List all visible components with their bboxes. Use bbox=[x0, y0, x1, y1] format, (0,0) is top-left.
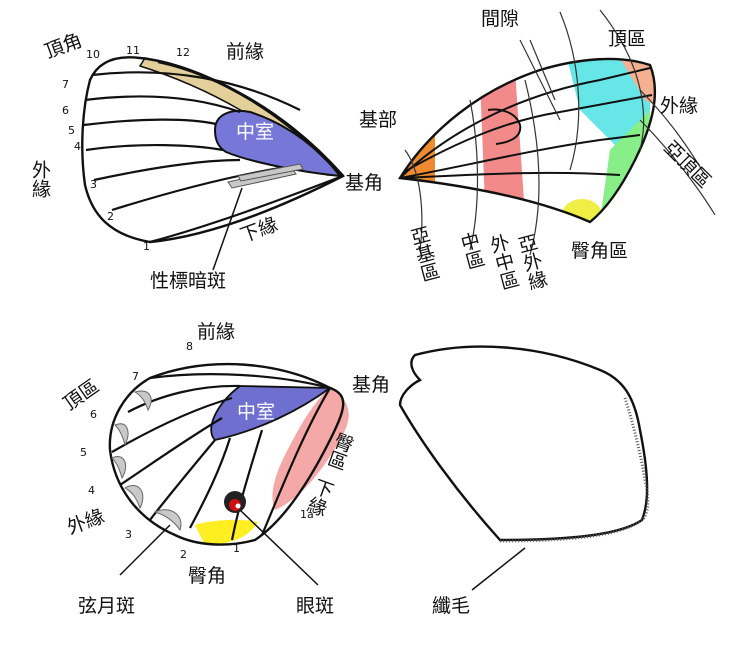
zone-postdiscal bbox=[565, 58, 650, 150]
label-hind-base-angle: 基角 bbox=[352, 374, 390, 396]
hindwing-discal-cell bbox=[210, 385, 333, 441]
label-tornus: 臀角 bbox=[188, 565, 226, 587]
zones-panel: 間隙 頂區 基部 外緣 亞頂區 基角 亞基區 中區 外中區 亞外緣 臀角區 bbox=[359, 8, 716, 293]
eyespot-leader-line bbox=[239, 509, 319, 586]
hindwing-panel: 8 7 6 5 4 3 2 1 1a 前緣 頂區 基角 中室 臀區 下緣 外緣 … bbox=[60, 321, 390, 617]
label-interspace: 間隙 bbox=[481, 8, 519, 30]
label-sex-brand: 性標暗斑 bbox=[150, 270, 226, 292]
vein-number: 3 bbox=[125, 528, 132, 541]
zone-fills bbox=[400, 58, 655, 222]
vein-number: 1a bbox=[300, 508, 314, 521]
fringe-wing-outline bbox=[398, 345, 649, 542]
cilia-leader-line bbox=[471, 547, 526, 591]
hindwing-outline bbox=[108, 362, 345, 546]
label-subapical: 亞頂區 bbox=[659, 137, 715, 193]
forewing-panel: 10 11 12 7 6 5 4 3 2 1 頂角 前緣 外緣 中室 基角 下緣… bbox=[29, 29, 383, 292]
fringe-panel: 纖毛 bbox=[398, 345, 650, 617]
label-hind-outer-margin: 外緣 bbox=[64, 505, 107, 539]
label-lunule: 弦月斑 bbox=[78, 595, 135, 617]
zones-veins bbox=[399, 67, 653, 179]
vein-number: 1 bbox=[143, 240, 150, 253]
label-outer-margin: 外緣 bbox=[29, 160, 51, 199]
hindwing-vein-numbers: 8 7 6 5 4 3 2 1 1a bbox=[80, 340, 314, 561]
hindwing-tornus-patch bbox=[195, 519, 258, 545]
zone-boundary-arcs bbox=[404, 9, 716, 256]
hindwing-lunules bbox=[111, 390, 182, 532]
vein-number: 7 bbox=[132, 370, 139, 383]
label-tornal: 臀角區 bbox=[571, 240, 628, 262]
vein-number: 2 bbox=[180, 548, 187, 561]
hindwing-eyespot bbox=[224, 491, 246, 513]
hindwing-anal-area bbox=[272, 388, 349, 510]
label-cilia: 纖毛 bbox=[432, 595, 470, 617]
zones-outline bbox=[397, 57, 657, 224]
vein-number: 2 bbox=[107, 210, 114, 223]
label-basal: 基部 bbox=[359, 109, 397, 131]
hindwing-veins bbox=[111, 373, 331, 541]
vein-number: 4 bbox=[88, 484, 95, 497]
lunule-leader-line bbox=[119, 524, 171, 576]
vein-number: 8 bbox=[186, 340, 193, 353]
label-eyespot: 眼斑 bbox=[296, 595, 334, 617]
forewing-sex-brand bbox=[227, 163, 304, 189]
vein-number: 5 bbox=[80, 446, 87, 459]
label-zones-outer-margin: 外緣 bbox=[660, 95, 698, 117]
eyespot-highlight bbox=[235, 503, 241, 509]
label-subbasal: 亞基區 bbox=[406, 224, 442, 285]
vein-number: 12 bbox=[176, 46, 190, 59]
zone-tornal bbox=[562, 199, 602, 222]
forewing-vein-numbers: 10 11 12 7 6 5 4 3 2 1 bbox=[62, 44, 190, 253]
vein-number: 10 bbox=[86, 48, 100, 61]
vein-number: 1 bbox=[233, 542, 240, 555]
vein-number: 6 bbox=[62, 104, 69, 117]
vein-number: 5 bbox=[68, 124, 75, 137]
label-median: 中區 bbox=[456, 229, 487, 272]
label-apical: 頂區 bbox=[608, 28, 646, 50]
label-base-angle: 基角 bbox=[345, 172, 383, 194]
label-costa: 前緣 bbox=[226, 41, 264, 63]
vein-number: 7 bbox=[62, 78, 69, 91]
vein-number: 4 bbox=[74, 140, 81, 153]
label-hind-discal-cell: 中室 bbox=[237, 401, 275, 423]
label-hind-costa: 前緣 bbox=[197, 321, 235, 343]
vein-number: 6 bbox=[90, 408, 97, 421]
label-apex: 頂角 bbox=[42, 29, 85, 63]
vein-number: 11 bbox=[126, 44, 140, 57]
sex-brand-leader-line bbox=[212, 187, 243, 271]
forewing-veins bbox=[83, 60, 341, 244]
fringe-cilia-edge bbox=[623, 397, 650, 522]
label-discal-cell: 中室 bbox=[236, 121, 274, 143]
vein-number: 3 bbox=[90, 178, 97, 191]
